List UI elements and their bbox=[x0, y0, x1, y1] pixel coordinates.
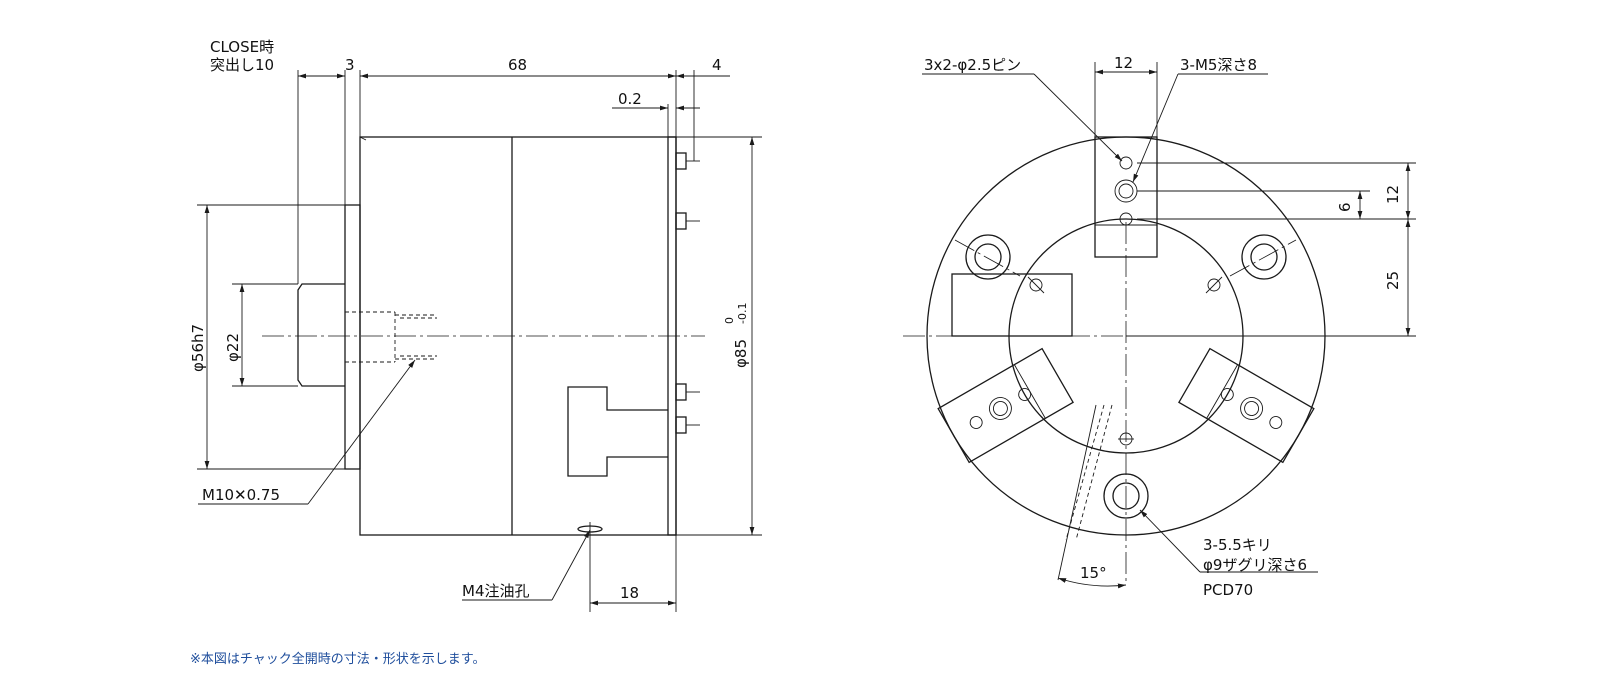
jaw-lower-left[interactable] bbox=[951, 273, 1073, 337]
dim-phi85: φ85 bbox=[732, 339, 750, 368]
side-view bbox=[197, 70, 762, 612]
label-close-line1: CLOSE時 bbox=[210, 38, 274, 56]
dim-68: 68 bbox=[508, 56, 527, 74]
footnote: ※本図はチャック全開時の寸法・形状を示します。 bbox=[190, 652, 486, 667]
angle-arc bbox=[1057, 577, 1127, 589]
jaw-lower-right[interactable] bbox=[937, 347, 1074, 464]
dim-3: 3 bbox=[345, 56, 355, 74]
dim-12-right: 12 bbox=[1384, 185, 1402, 204]
pin-label: 3x2-φ2.5ピン bbox=[924, 56, 1021, 74]
tap-hole-2 bbox=[1207, 278, 1221, 292]
t-slot bbox=[567, 386, 668, 477]
tap-hole-1 bbox=[1029, 278, 1043, 292]
dim-6: 6 bbox=[1336, 202, 1354, 212]
dim-25: 25 bbox=[1384, 271, 1402, 290]
dim-phi22: φ22 bbox=[224, 333, 242, 362]
tap-label: 3-M5深さ8 bbox=[1180, 56, 1257, 74]
pilot-boss bbox=[344, 204, 361, 470]
dim-4: 4 bbox=[712, 56, 722, 74]
front-view bbox=[903, 62, 1416, 589]
tol-upper: 0 bbox=[723, 317, 736, 324]
angle-label: 15° bbox=[1080, 564, 1107, 582]
mount-hole-top-right bbox=[1241, 234, 1287, 280]
jaw-top[interactable] bbox=[1094, 136, 1158, 258]
tol-lower: -0.1 bbox=[736, 303, 749, 324]
pin-upper bbox=[675, 152, 687, 170]
dim-12-top: 12 bbox=[1114, 54, 1133, 72]
jaw-protrusion bbox=[297, 283, 345, 387]
label-close-line2: 突出し10 bbox=[210, 56, 274, 74]
thread-label: M10✕0.75 bbox=[202, 486, 280, 504]
mount-hole-top-left bbox=[965, 234, 1011, 280]
dim-phi56: φ56h7 bbox=[189, 324, 207, 372]
pcd-label: PCD70 bbox=[1203, 581, 1253, 599]
mount-hole-bottom bbox=[1103, 473, 1149, 519]
dim-18: 18 bbox=[620, 584, 639, 602]
holes-label-line1: 3-5.5キリ bbox=[1203, 536, 1272, 554]
holes-label-line2: φ9ザグリ深さ6 bbox=[1203, 556, 1307, 574]
oil-hole-label: M4注油孔 bbox=[462, 582, 530, 600]
dim-0-2: 0.2 bbox=[618, 90, 642, 108]
